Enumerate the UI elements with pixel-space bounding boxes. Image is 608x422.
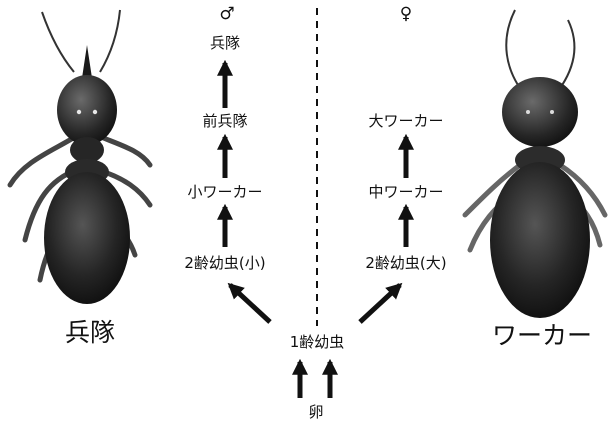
stage-middle-worker: 中ワーカー: [368, 181, 443, 202]
soldier-caption: 兵隊: [65, 313, 115, 349]
worker-caption: ワーカー: [492, 316, 592, 352]
stage-soldier: 兵隊: [210, 32, 240, 53]
stage-2nd-instar-large: 2齢幼虫(大): [365, 252, 446, 273]
arrow-1st-to-2nd-large: [360, 285, 400, 322]
stage-1st-instar: 1齢幼虫: [290, 331, 345, 352]
stage-large-worker: 大ワーカー: [368, 110, 443, 131]
stage-2nd-instar-small: 2齢幼虫(小): [184, 252, 265, 273]
soldier-termite-image: [10, 10, 150, 304]
worker-termite-image: [465, 10, 605, 318]
female-symbol: ♀: [400, 4, 412, 24]
stage-egg: 卵: [308, 401, 323, 422]
stage-presoldier: 前兵隊: [202, 110, 247, 131]
stage-small-worker: 小ワーカー: [187, 181, 262, 202]
arrow-1st-to-2nd-small: [230, 285, 270, 322]
male-symbol: ♂: [219, 4, 234, 24]
